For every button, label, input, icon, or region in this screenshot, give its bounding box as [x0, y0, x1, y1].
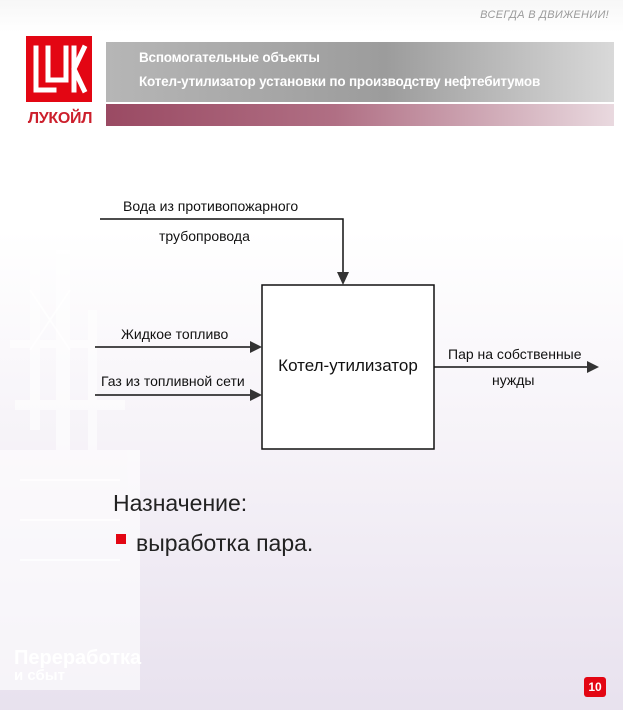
footer-brand: Переработка и сбыт: [14, 648, 141, 684]
water-inlet-line: [100, 218, 344, 276]
steam-output-arrowhead: [587, 361, 599, 373]
header-band: [106, 42, 614, 102]
top-stripe: [0, 0, 623, 32]
purpose-heading: Назначение:: [113, 490, 248, 516]
footer-brand-line2: и сбыт: [14, 667, 65, 684]
slide-title-line2: Котел-утилизатор установки по производст…: [139, 74, 541, 89]
water-input-label-line2: трубопровода: [159, 228, 250, 244]
liquid-fuel-label: Жидкое топливо: [121, 326, 229, 342]
liquid-fuel-arrowhead: [250, 341, 262, 353]
lukoil-emblem-icon: [26, 36, 92, 102]
slide-title-line1: Вспомогательные объекты: [139, 50, 320, 65]
steam-output-label-line1: Пар на собственные: [448, 346, 582, 362]
slogan: ВСЕГДА В ДВИЖЕНИИ!: [480, 9, 609, 21]
page-number: 10: [584, 677, 606, 697]
water-inlet-arrowhead: [337, 272, 349, 285]
header-accent-bar: [106, 104, 614, 126]
bullet-item: выработка пара.: [136, 530, 314, 556]
gas-input-label: Газ из топливной сети: [101, 373, 245, 389]
lukoil-logo: ЛУКОЙЛ: [20, 36, 100, 132]
water-input-label-line1: Вода из противопожарного: [123, 198, 299, 214]
refinery-silhouette-decoration: [0, 250, 140, 690]
steam-output-label-line2: нужды: [492, 372, 535, 388]
bullet-marker-icon: [116, 534, 126, 544]
gas-arrowhead: [250, 389, 262, 401]
footer-brand-line1: Переработка: [14, 647, 142, 669]
process-box-label: Котел-утилизатор: [278, 356, 418, 375]
logo-wordmark: ЛУКОЙЛ: [27, 110, 93, 127]
